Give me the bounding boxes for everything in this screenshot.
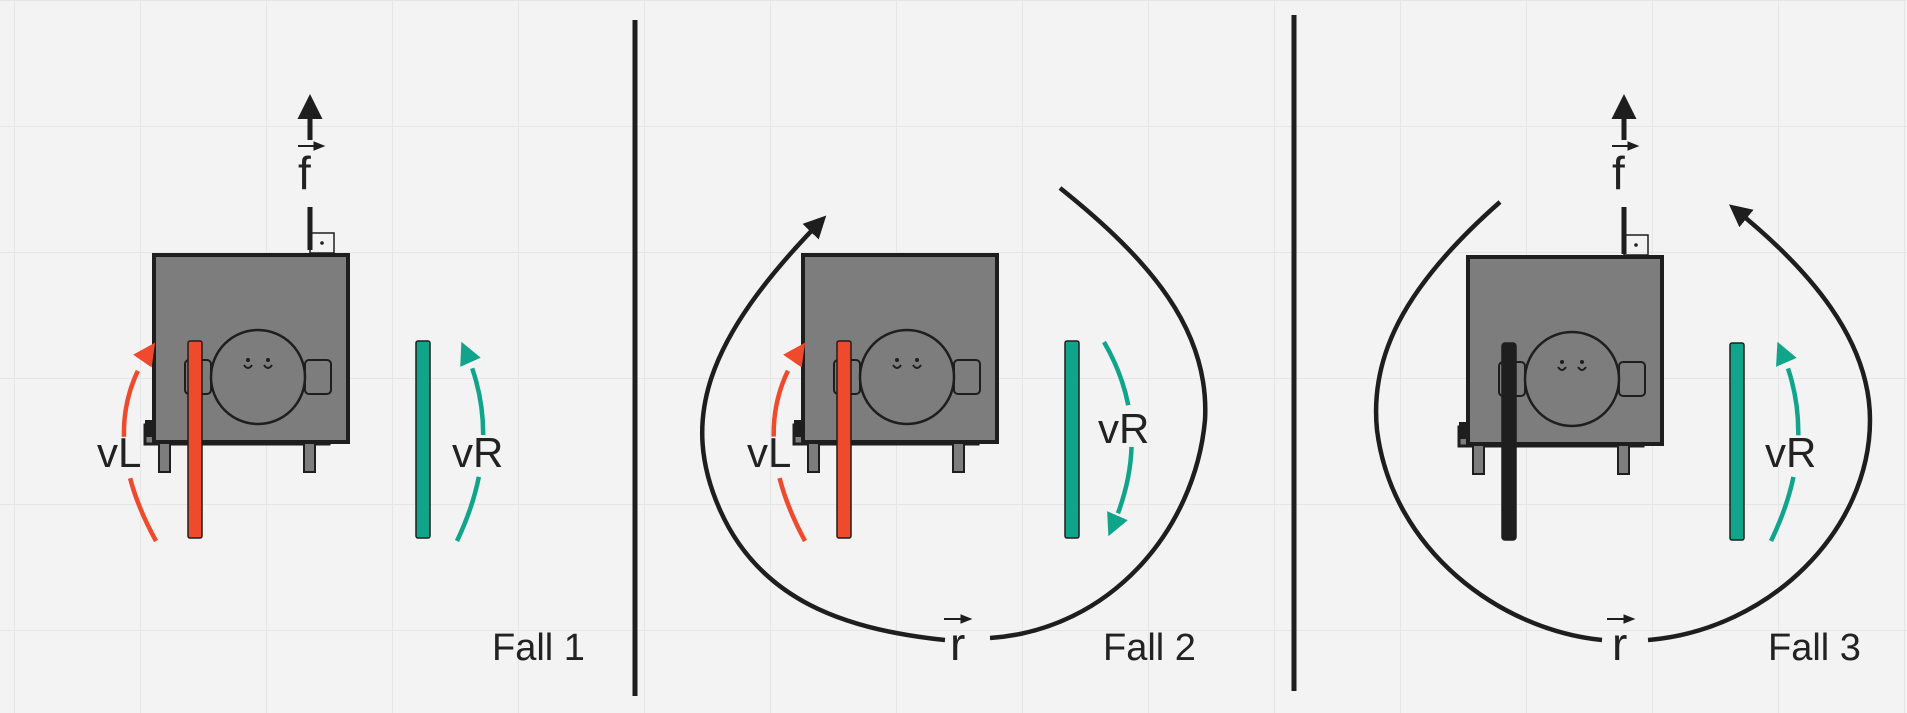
robot-body xyxy=(143,253,350,474)
left-wheel xyxy=(836,340,852,539)
right-speed-label: vR xyxy=(452,429,503,476)
panel-fall-2: vL vR r Fall 2 xyxy=(700,186,1208,670)
right-speed-label: vR xyxy=(1098,405,1149,452)
left-speed-arrow xyxy=(771,342,807,543)
right-angle-marker xyxy=(1623,234,1649,256)
left-speed-arrow xyxy=(121,342,158,543)
right-wheel xyxy=(415,340,431,539)
caption-fall-2: Fall 2 xyxy=(1103,627,1196,669)
vector-r-label: r xyxy=(950,618,965,670)
left-speed-label: vL xyxy=(97,429,141,476)
right-wheel xyxy=(1064,340,1080,539)
right-speed-arrow-reverse xyxy=(1102,340,1134,537)
right-speed-arrow xyxy=(1768,341,1801,542)
rotation-arc-left xyxy=(1373,200,1603,643)
right-angle-marker xyxy=(309,232,335,254)
vector-f-label: f xyxy=(298,147,311,199)
robot-body xyxy=(792,253,999,474)
rotation-arc-right xyxy=(989,186,1208,641)
caption-fall-3: Fall 3 xyxy=(1768,627,1861,669)
rotation-arc-right xyxy=(1647,204,1873,643)
right-speed-label: vR xyxy=(1765,429,1816,476)
left-wheel xyxy=(187,340,203,539)
left-speed-label: vL xyxy=(747,429,791,476)
vector-f-label: f xyxy=(1612,147,1625,199)
panel-fall-1: f vL vR Fall 1 xyxy=(97,94,585,669)
vector-r-label: r xyxy=(1612,618,1627,670)
robot-body xyxy=(1457,255,1664,476)
right-wheel xyxy=(1729,342,1745,541)
panel-fall-3: f vR r Fall 3 xyxy=(1373,94,1873,670)
caption-fall-1: Fall 1 xyxy=(492,627,585,669)
right-speed-arrow xyxy=(454,341,486,542)
rotation-arc-left xyxy=(700,215,946,643)
right-angle-dot xyxy=(320,241,324,245)
left-wheel-stopped xyxy=(1501,342,1517,541)
right-angle-dot xyxy=(1634,243,1638,247)
